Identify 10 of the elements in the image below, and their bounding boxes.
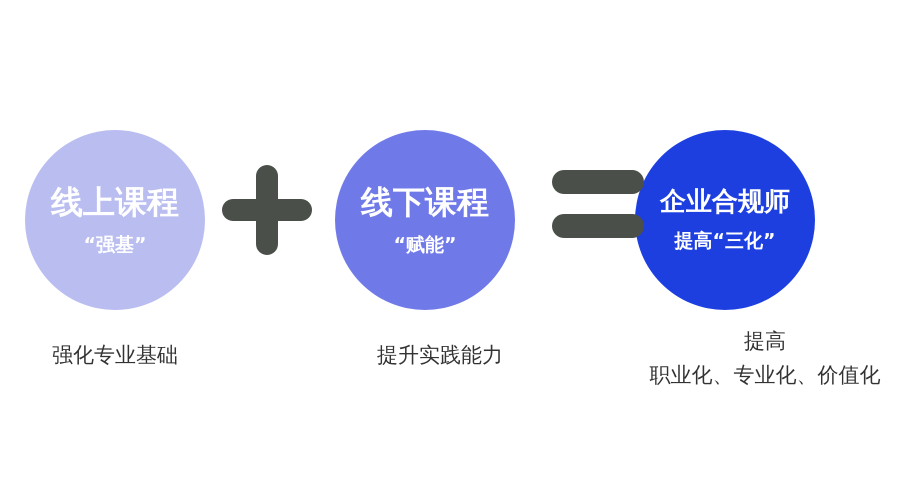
caption-text: 职业化、专业化、价值化 [650,362,880,388]
circle-title: 线上课程 [51,182,179,222]
circle-subtitle: “强基” [84,234,146,258]
circle-title: 企业合规师 [660,186,790,218]
circle-title: 线下课程 [361,182,489,222]
circle-subtitle: 提高“三化” [674,230,776,254]
caption-text: 强化专业基础 [52,342,178,368]
caption-text: 提高 [744,328,786,354]
circle-subtitle: “赋能” [394,234,456,258]
caption-text: 提升实践能力 [377,342,503,368]
